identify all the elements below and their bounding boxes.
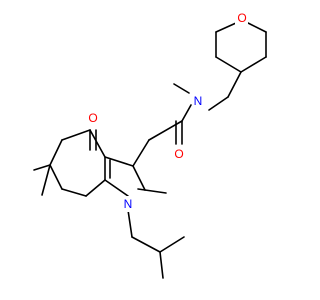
- chemical-structure: O O O N N: [33, 10, 267, 279]
- ring-oxygen-atom: O: [235, 10, 248, 26]
- amide-nitrogen-label: N: [194, 94, 203, 108]
- n-substituent-bonds: [173, 71, 242, 122]
- oxane-ring: [215, 22, 267, 73]
- indole-nitrogen-atom: N: [122, 196, 135, 212]
- isobutyl-bonds: [127, 209, 185, 279]
- ring-oxygen-label: O: [237, 11, 246, 25]
- amide-oxygen-atom: O: [173, 146, 186, 162]
- amide-bonds: [148, 120, 183, 145]
- ketone-oxygen-label: O: [88, 111, 97, 125]
- tetrahydroindole-bonds: [33, 129, 167, 197]
- indole-nitrogen-label: N: [124, 197, 133, 211]
- amide-nitrogen-atom: N: [192, 93, 205, 109]
- ketone-oxygen-atom: O: [87, 110, 101, 126]
- amide-oxygen-label: O: [174, 147, 183, 161]
